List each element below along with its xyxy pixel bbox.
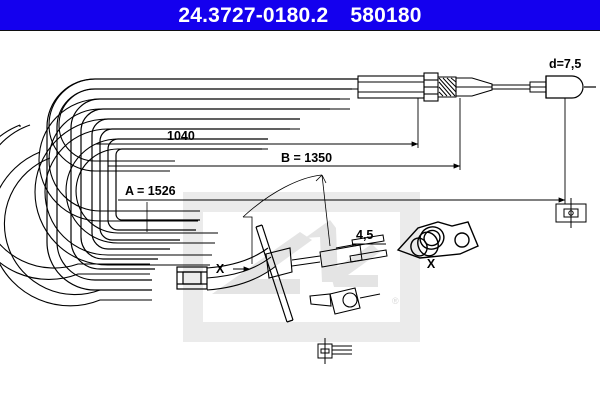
end-fitting-threaded-section (437, 76, 457, 98)
dimension-1040 (96, 98, 419, 148)
drawing-canvas: ® ate (0, 57, 596, 364)
technical-drawing-area: ® ate (0, 32, 600, 400)
clevis-fitting (309, 287, 381, 315)
registered-mark-glyph: ® (392, 296, 399, 306)
cable-loop-4-top (65, 138, 268, 244)
clip-symbol-right (555, 198, 587, 228)
cable-loop-3-top (34, 118, 300, 266)
reference-number-text: 580180 (350, 3, 422, 27)
cable-arc-lower-2-inner (3, 157, 152, 296)
detail-leader-lines (146, 174, 331, 264)
cable-arc-lower-outer-inner (0, 124, 150, 269)
cable-sweep-2 (56, 88, 352, 281)
label-dim-a: A = 1526 (125, 184, 176, 198)
inner-wire (492, 84, 530, 90)
sheath-body-upper (357, 75, 425, 99)
cable-sweep-3 (70, 98, 340, 270)
label-dim-1040: 1040 (167, 129, 195, 143)
label-dim-4-5: 4,5 (356, 228, 373, 242)
end-fitting-hex-nut (423, 72, 439, 102)
cable-loop-4-top-inner (75, 148, 268, 234)
wire-crimp (529, 81, 547, 93)
cable-arc-lower-2 (0, 151, 152, 307)
cable-loop-2-top (38, 98, 350, 222)
cable-sweep-7 (107, 138, 268, 231)
cable-loop-3-top-inner (44, 128, 300, 256)
cable-sweep-1 (46, 78, 358, 291)
barrel-nipple-end (545, 75, 596, 99)
cable-upper-run (357, 75, 425, 99)
cable-sweep-5 (91, 118, 300, 250)
dimension-a-1526 (118, 98, 566, 204)
cable-sweep-8 (115, 148, 262, 221)
cable-center-body (265, 247, 321, 279)
dimension-b-1350 (108, 98, 461, 170)
label-dim-b: B = 1350 (281, 151, 332, 165)
label-section-x-bracket: X (427, 257, 436, 271)
clip-symbol-bottom (317, 338, 352, 364)
detail-view-bracket (396, 221, 479, 259)
section-rod-bar (255, 224, 294, 323)
cable-sweep-6 (99, 128, 290, 241)
cable-loop-2-top-inner (48, 108, 350, 212)
cable-arc-lower-outer (0, 124, 150, 280)
label-diameter-d: d=7,5 (549, 57, 581, 71)
cable-sweep-4 (80, 108, 330, 260)
part-header-bar: 24.3727-0180.2 580180 (0, 0, 600, 31)
end-fitting-taper (455, 77, 493, 97)
label-section-x-cable: X (216, 262, 225, 276)
part-number-text: 24.3727-0180.2 (178, 3, 329, 27)
cable-outer-sweeps (46, 78, 358, 291)
coiled-cable-assembly (0, 78, 358, 307)
